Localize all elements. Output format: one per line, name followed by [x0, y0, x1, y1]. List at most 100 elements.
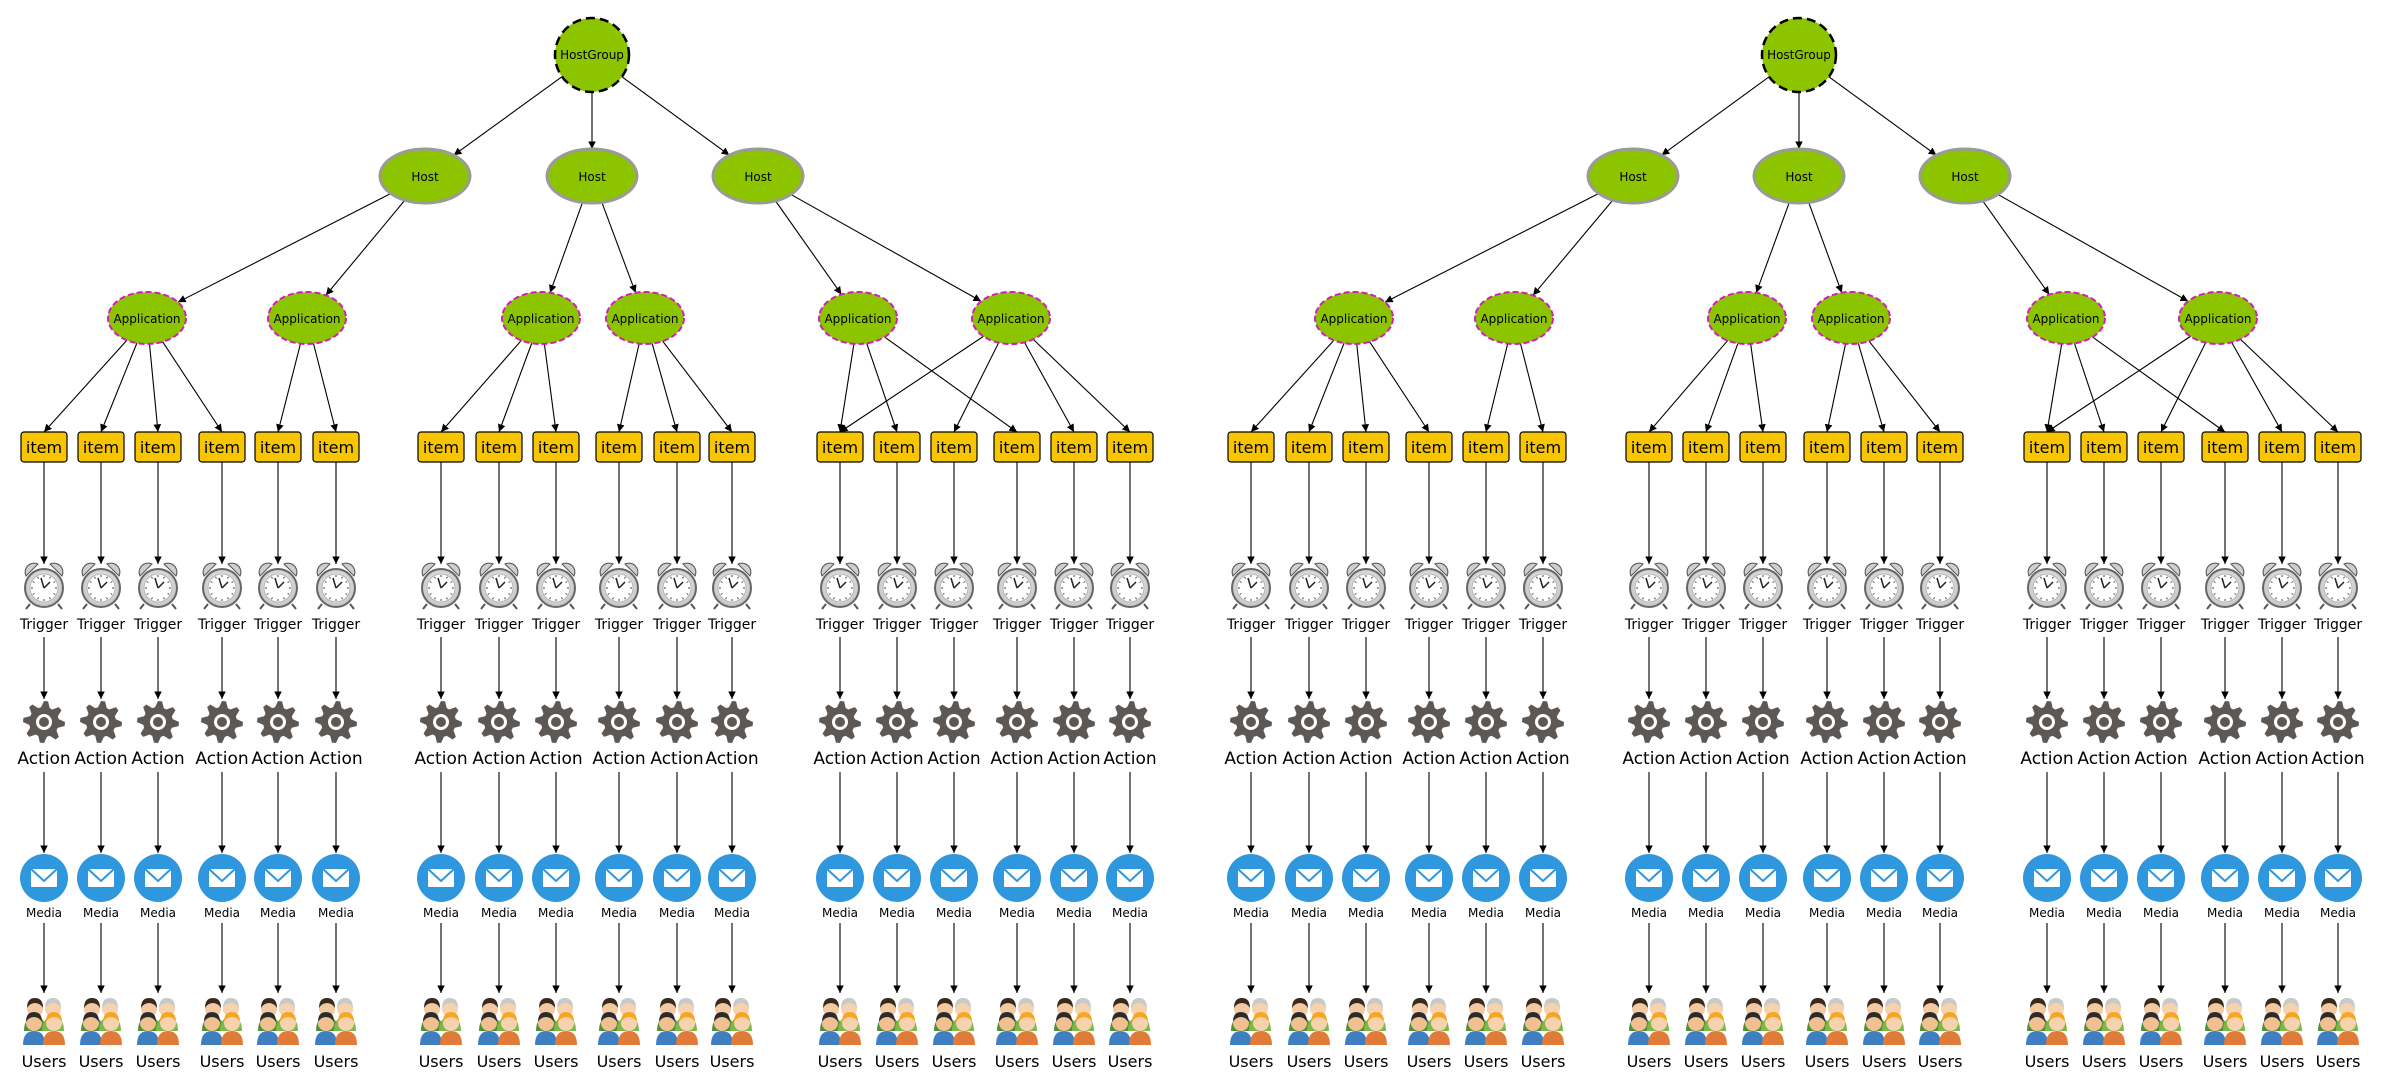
- users-group-icon: [23, 998, 65, 1045]
- item-node: item: [2137, 431, 2185, 463]
- media-label: Media: [204, 906, 240, 920]
- users-label: Users: [1344, 1052, 1389, 1071]
- edge-arrow: [2073, 343, 2106, 433]
- users-group-icon: [996, 998, 1038, 1045]
- users-label: Users: [200, 1052, 245, 1071]
- envelope-icon: [2314, 854, 2362, 902]
- gear-icon: [2083, 701, 2125, 743]
- item-node: item: [816, 431, 864, 463]
- edge-arrow: [498, 343, 533, 433]
- users-label: Users: [932, 1052, 977, 1071]
- users-group-icon: [1109, 998, 1151, 1045]
- item-node: item: [2201, 431, 2249, 463]
- trigger-label: Trigger: [474, 617, 524, 633]
- item-label: item: [26, 438, 62, 457]
- item-node: item: [1462, 431, 1510, 463]
- alarm-clock-icon: [1686, 562, 1726, 610]
- item-node: item: [312, 431, 360, 463]
- hostgroup-label: HostGroup: [560, 48, 624, 62]
- gear-icon: [2261, 701, 2303, 743]
- gear-icon: [1345, 701, 1387, 743]
- host-node: Host: [1586, 147, 1680, 205]
- media-label: Media: [423, 906, 459, 920]
- gear-icon: [478, 701, 520, 743]
- media-label: Media: [1348, 906, 1384, 920]
- item-node: item: [993, 431, 1041, 463]
- action-label: Action: [2077, 749, 2130, 769]
- alarm-clock-icon: [934, 562, 974, 610]
- users-label: Users: [2260, 1052, 2305, 1071]
- action-label: Action: [1800, 749, 1853, 769]
- users-label: Users: [2316, 1052, 2361, 1071]
- envelope-icon: [1227, 854, 1275, 902]
- gear-icon: [598, 701, 640, 743]
- gear-icon: [80, 701, 122, 743]
- envelope-icon: [1916, 854, 1964, 902]
- item-label: item: [1866, 438, 1902, 457]
- users-group-icon: [819, 998, 861, 1045]
- action-label: Action: [1047, 749, 1100, 769]
- action-label: Action: [529, 749, 582, 769]
- alarm-clock-icon: [1523, 562, 1563, 610]
- envelope-icon: [1803, 854, 1851, 902]
- trigger-label: Trigger: [2313, 617, 2363, 633]
- application-node: Application: [1811, 291, 1891, 345]
- edge-arrow: [2044, 343, 2063, 433]
- application-node: Application: [1314, 291, 1394, 345]
- users-label: Users: [1627, 1052, 1672, 1071]
- action-label: Action: [195, 749, 248, 769]
- envelope-icon: [20, 854, 68, 902]
- media-label: Media: [140, 906, 176, 920]
- alarm-clock-icon: [1346, 562, 1386, 610]
- users-label: Users: [1805, 1052, 1850, 1071]
- gear-icon: [1522, 701, 1564, 743]
- application-label: Application: [1817, 312, 1884, 326]
- item-label: item: [1291, 438, 1327, 457]
- users-group-icon: [1230, 998, 1272, 1045]
- item-node: item: [1916, 431, 1964, 463]
- users-group-icon: [1345, 998, 1387, 1045]
- item-label: item: [1056, 438, 1092, 457]
- item-label: item: [2264, 438, 2300, 457]
- trigger-label: Trigger: [253, 617, 303, 633]
- trigger-label: Trigger: [594, 617, 644, 633]
- item-label: item: [204, 438, 240, 457]
- host-label: Host: [1785, 170, 1813, 184]
- host-label: Host: [1619, 170, 1647, 184]
- item-label: item: [1411, 438, 1447, 457]
- envelope-icon: [254, 854, 302, 902]
- edge-arrow: [1024, 342, 1075, 433]
- envelope-icon: [1106, 854, 1154, 902]
- item-label: item: [2143, 438, 2179, 457]
- edge-arrow: [1828, 76, 1937, 156]
- gear-icon: [2140, 701, 2182, 743]
- action-label: Action: [592, 749, 645, 769]
- envelope-icon: [1050, 854, 1098, 902]
- alarm-clock-icon: [1743, 562, 1783, 610]
- gear-icon: [656, 701, 698, 743]
- item-label: item: [2086, 438, 2122, 457]
- trigger-label: Trigger: [1284, 617, 1334, 633]
- users-group-icon: [656, 998, 698, 1045]
- item-label: item: [1631, 438, 1667, 457]
- trigger-label: Trigger: [707, 617, 757, 633]
- item-label: item: [1922, 438, 1958, 457]
- envelope-icon: [2258, 854, 2306, 902]
- item-label: item: [1745, 438, 1781, 457]
- edge-arrow: [1868, 340, 1941, 433]
- media-label: Media: [1631, 906, 1667, 920]
- item-label: item: [83, 438, 119, 457]
- envelope-icon: [1285, 854, 1333, 902]
- trigger-label: Trigger: [1859, 617, 1909, 633]
- users-label: Users: [419, 1052, 464, 1071]
- host-node: Host: [711, 147, 805, 205]
- edge-arrow: [651, 343, 679, 433]
- edge-arrow: [2046, 335, 2191, 433]
- users-group-icon: [2317, 998, 2359, 1045]
- trigger-label: Trigger: [2079, 617, 2129, 633]
- alarm-clock-icon: [202, 562, 242, 610]
- edge-arrow: [162, 341, 223, 433]
- users-group-icon: [1288, 998, 1330, 1045]
- gear-icon: [711, 701, 753, 743]
- gear-icon: [876, 701, 918, 743]
